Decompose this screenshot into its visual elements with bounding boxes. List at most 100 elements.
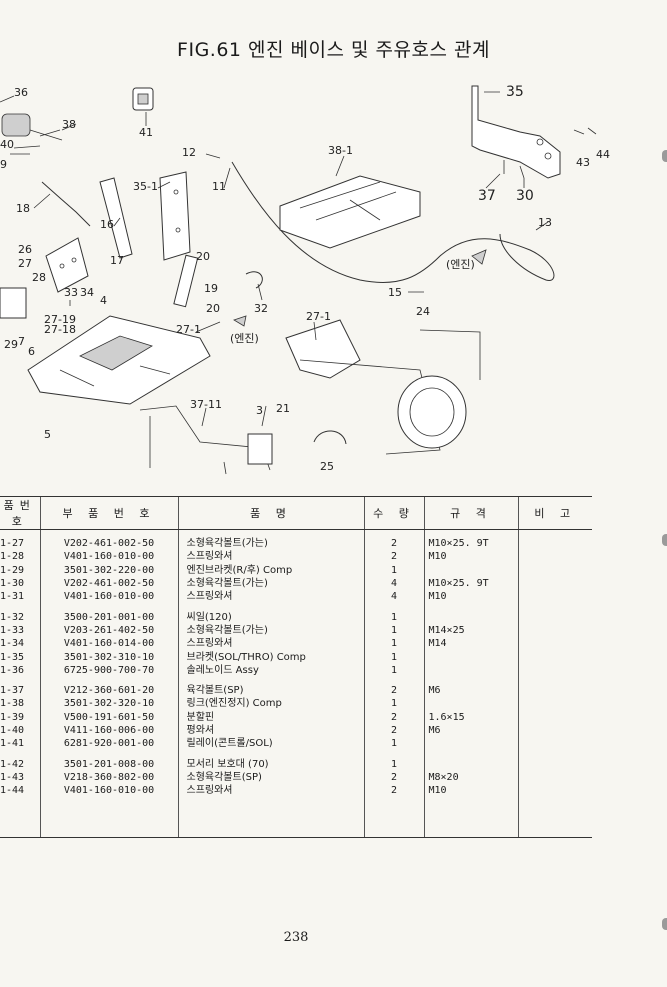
item-no-cell: 1-44 xyxy=(0,785,25,797)
spec-cell xyxy=(423,757,518,771)
spec-cell xyxy=(423,663,518,677)
callout-label: 24 xyxy=(416,305,430,318)
table-header-row: 품번호 부 품 번 호 품 명 수 량 규 격 비 고 xyxy=(0,496,592,530)
item-no-cell: 1-34 xyxy=(0,638,25,650)
quantity-cell: 2 xyxy=(363,784,424,798)
callout-label: 30 xyxy=(516,188,534,204)
part-number-cell: V401-160-010-00 xyxy=(39,590,178,604)
quantity-cell: 1 xyxy=(363,610,424,624)
part-name-cell: 소형육각볼트(SP) xyxy=(177,770,364,785)
quantity-cell: 1 xyxy=(363,563,424,577)
part-number-cell: 3501-302-320-10 xyxy=(39,697,178,711)
quantity-cell: 2 xyxy=(363,537,424,551)
part-name-cell: 엔진브라켓(R/후) Comp xyxy=(177,563,364,577)
item-no-cell: 1-38 xyxy=(0,698,25,710)
quantity-cell: 1 xyxy=(363,650,424,664)
fuel-hose xyxy=(231,161,555,283)
callout-label: 27-1 xyxy=(176,323,201,336)
remarks-cell xyxy=(517,784,592,798)
leader-lines xyxy=(33,91,549,427)
callout-labels: 36 38 40 9 41 35 12 11 38-1 35-1 43 44 3… xyxy=(0,84,610,473)
remarks-cell xyxy=(517,683,592,698)
column-header-part-name: 품 명 xyxy=(177,496,364,530)
callout-label: 35-1 xyxy=(133,180,158,193)
spec-cell: M10 xyxy=(423,550,518,564)
quantity-cell: 2 xyxy=(363,770,424,785)
remarks-cell xyxy=(517,770,592,785)
callout-label: 17 xyxy=(110,254,124,267)
part-number-cell: V411-160-006-00 xyxy=(39,723,178,738)
callout-label: 35 xyxy=(506,84,524,100)
spec-cell xyxy=(423,650,518,664)
spec-cell: M14×25 xyxy=(423,623,518,638)
punch-hole-mark xyxy=(662,150,667,162)
spec-cell: 1.6×15 xyxy=(423,710,518,724)
item-no-cell: 1-27 xyxy=(0,538,25,550)
part-name-cell: 스프링와셔 xyxy=(177,590,364,604)
engine-cover-38-1 xyxy=(279,175,421,249)
part-name-cell: 브라켓(SOL/THRO) Comp xyxy=(177,650,364,664)
callout-label: 36 xyxy=(14,86,28,99)
part-name-cell: 솔레노이드 Assy xyxy=(177,663,364,677)
table-spacer-row xyxy=(0,797,592,839)
callout-label: 34 xyxy=(80,286,94,299)
part-number-cell: 6725-900-700-70 xyxy=(39,663,178,677)
callout-label: 20 xyxy=(196,250,210,263)
bracket-part-35-1 xyxy=(99,171,191,261)
item-no-cell: 1-42 xyxy=(0,758,25,770)
part-number-cell: V212-360-601-20 xyxy=(39,683,178,698)
spec-cell: M8×20 xyxy=(423,770,518,785)
callout-label: 3 xyxy=(256,404,263,417)
remarks-cell xyxy=(517,563,592,577)
part-number-cell: V203-261-402-50 xyxy=(39,623,178,638)
spec-cell: M10 xyxy=(423,590,518,604)
spec-cell: M10×25. 9T xyxy=(423,576,518,591)
callout-label: 18 xyxy=(16,202,30,215)
callout-label: 41 xyxy=(139,126,153,139)
item-no-cell: 1-43 xyxy=(0,771,25,783)
callout-label: 33 xyxy=(64,286,78,299)
page-number: 238 xyxy=(283,930,309,945)
callout-label: 27-1 xyxy=(306,310,331,323)
part-number-cell: 6281-920-001-00 xyxy=(39,737,178,751)
remarks-cell xyxy=(517,757,592,771)
remarks-cell xyxy=(517,550,592,564)
remarks-cell xyxy=(517,723,592,738)
callout-label: 27-18 xyxy=(44,323,76,336)
part-name-cell: 소형육각볼트(가는) xyxy=(177,623,364,638)
remarks-cell xyxy=(517,697,592,711)
column-header-item-no: 품번호 xyxy=(0,496,40,530)
quantity-cell: 4 xyxy=(363,576,424,591)
part-number-cell: V401-160-014-00 xyxy=(39,637,178,651)
solenoid-assembly-drawing xyxy=(0,95,63,155)
callout-label: 20 xyxy=(206,302,220,315)
quantity-cell: 4 xyxy=(363,590,424,604)
callout-label: 37 xyxy=(478,188,496,204)
column-header-part-no: 부 품 번 호 xyxy=(39,496,178,530)
spec-cell xyxy=(423,697,518,711)
part-number-cell: 3501-302-310-10 xyxy=(39,650,178,664)
callout-label: 38 xyxy=(62,118,76,131)
spec-cell xyxy=(423,610,518,624)
remarks-cell xyxy=(517,637,592,651)
frame-37-11 xyxy=(139,405,273,475)
part-number-cell: 3501-201-008-00 xyxy=(39,757,178,771)
spec-cell: M6 xyxy=(423,683,518,698)
quantity-cell: 1 xyxy=(363,663,424,677)
callout-label: 37-11 xyxy=(190,398,222,411)
remarks-cell xyxy=(517,663,592,677)
callout-label: 21 xyxy=(276,402,290,415)
exploded-parts-diagram: 36 38 40 9 41 35 12 11 38-1 35-1 43 44 3… xyxy=(0,84,610,475)
callout-label: 4 xyxy=(100,294,107,307)
callout-label: 26 xyxy=(18,243,32,256)
quantity-cell: 1 xyxy=(363,737,424,751)
